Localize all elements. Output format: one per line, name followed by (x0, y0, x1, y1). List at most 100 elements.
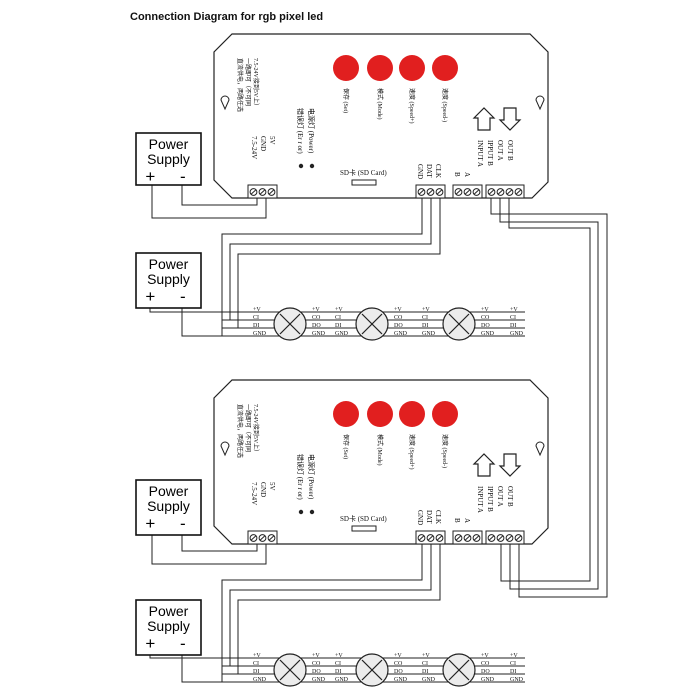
button-1[interactable] (333, 55, 359, 81)
led-pin-label: DO (312, 323, 321, 329)
button-3[interactable] (399, 401, 425, 427)
led-pin-label: GND (335, 331, 349, 337)
power-pin-label: 5V (268, 136, 276, 145)
data-pin-label: DAT (425, 510, 433, 524)
led-pin-label: DI (422, 669, 428, 675)
power-supply-title: Power (149, 603, 189, 619)
power-pin-label: 5V (268, 482, 276, 491)
led-pin-label: +V (510, 653, 518, 659)
led-pin-label: CI (422, 315, 428, 321)
sd-card-slot[interactable] (351, 179, 377, 186)
ab-pin-label: A (463, 518, 471, 523)
indicator-label: 电源灯 (Power) (307, 108, 316, 154)
led-pin-label: DO (394, 669, 403, 675)
minus-terminal: - (180, 167, 186, 186)
led-pin-label: CI (253, 315, 259, 321)
power-supplies: PowerSupply+-PowerSupply+-PowerSupply+-P… (135, 132, 202, 656)
power-supply-title: Power (149, 483, 189, 499)
button-2[interactable] (367, 401, 393, 427)
power-pin-label: GND (259, 482, 267, 497)
minus-terminal: - (180, 514, 186, 533)
power-pin-label: 7.5-24V (250, 136, 258, 159)
led-pin-label: GND (312, 331, 326, 337)
led-pin-label: +V (481, 307, 489, 313)
power-supply-box (135, 479, 202, 536)
plus-terminal: + (145, 287, 155, 306)
led-pin-label: DI (510, 323, 516, 329)
led-pin-label: GND (253, 331, 267, 337)
led-strip-2: +VCIDIGND+VCODOGND+VCIDIGND+VCODOGND+VCI… (222, 653, 525, 687)
data-terminal (415, 530, 446, 545)
led-pin-label: +V (253, 307, 261, 313)
led-pin-label: +V (510, 307, 518, 313)
button-label: 速度 (Speed+) (408, 434, 416, 470)
mount-hole-icon (220, 441, 230, 457)
led-pin-label: CO (481, 315, 490, 321)
led-pin-label: CO (481, 661, 490, 667)
data-pin-label: CLK (434, 164, 442, 178)
button-3[interactable] (399, 55, 425, 81)
power-supply-box (135, 132, 202, 186)
io-pin-label: INPUT A (476, 140, 484, 167)
led-pin-label: GND (481, 677, 495, 683)
button-4[interactable] (432, 55, 458, 81)
led-pin-label: +V (394, 653, 402, 659)
indicator-label: 错误灯 (Er r or) (296, 454, 305, 500)
io-pin-label: OUT A (496, 486, 504, 507)
ab-terminal (452, 184, 483, 199)
led-pin-label: GND (510, 677, 524, 683)
controllers: 保存 (Set)模式 (Mode)速度 (Speed+)速度 (Speed-)直… (213, 33, 549, 545)
up-arrow-icon (472, 453, 496, 477)
led-pin-label: DO (312, 669, 321, 675)
controller-link-wire (490, 198, 608, 598)
led-pin-label: DI (422, 323, 428, 329)
io-pin-label: OUT B (506, 486, 514, 507)
button-4[interactable] (432, 401, 458, 427)
power-supply-subtitle: Supply (147, 498, 190, 514)
button-2[interactable] (367, 55, 393, 81)
led-pin-label: DI (253, 669, 259, 675)
led-pin-label: +V (253, 653, 261, 659)
led-pin-label: +V (312, 307, 320, 313)
button-label: 速度 (Speed-) (441, 88, 449, 122)
wiring (149, 531, 441, 683)
led-pin-label: CO (394, 315, 403, 321)
power-supply-title: Power (149, 256, 189, 272)
power-supply-box (135, 599, 202, 656)
button-label: 速度 (Speed+) (408, 88, 416, 124)
data-pin-label: CLK (434, 510, 442, 524)
data-pin-label: GND (416, 510, 424, 525)
wires (149, 185, 608, 683)
mount-hole-icon (220, 95, 230, 111)
led-pin-label: +V (422, 653, 430, 659)
down-arrow-icon (498, 453, 522, 477)
led-pin-label: CI (510, 315, 516, 321)
button-label: 速度 (Speed-) (441, 434, 449, 468)
controller-body (213, 379, 549, 545)
led-pin-label: GND (394, 677, 408, 683)
power-supply-subtitle: Supply (147, 271, 190, 287)
power-supply-title: Power (149, 136, 189, 152)
controller-body (213, 33, 549, 199)
button-1[interactable] (333, 401, 359, 427)
minus-terminal: - (180, 287, 186, 306)
sd-card-slot[interactable] (351, 525, 377, 532)
button-label: 保存 (Set) (342, 434, 350, 459)
power-terminal (247, 530, 278, 545)
led-pin-label: GND (253, 677, 267, 683)
sd-card-label: SD卡 (SD Card) (340, 514, 387, 523)
led-pin-label: +V (335, 307, 343, 313)
led-pin-label: CO (312, 315, 321, 321)
indicator-led (298, 509, 304, 515)
led-strip-1: +VCIDIGND+VCODOGND+VCIDIGND+VCODOGND+VCI… (222, 307, 525, 341)
led-pin-label: GND (422, 677, 436, 683)
io-terminal (485, 184, 525, 199)
power-note: 7.5-24V接到5V上） (252, 404, 260, 455)
led-strips: +V CI DI GND +V CO DO GND +V CI DI GND +V CO DO GND +V CI… (222, 307, 525, 687)
io-pin-label: OUT B (506, 140, 514, 161)
led-pin-label: +V (422, 307, 430, 313)
